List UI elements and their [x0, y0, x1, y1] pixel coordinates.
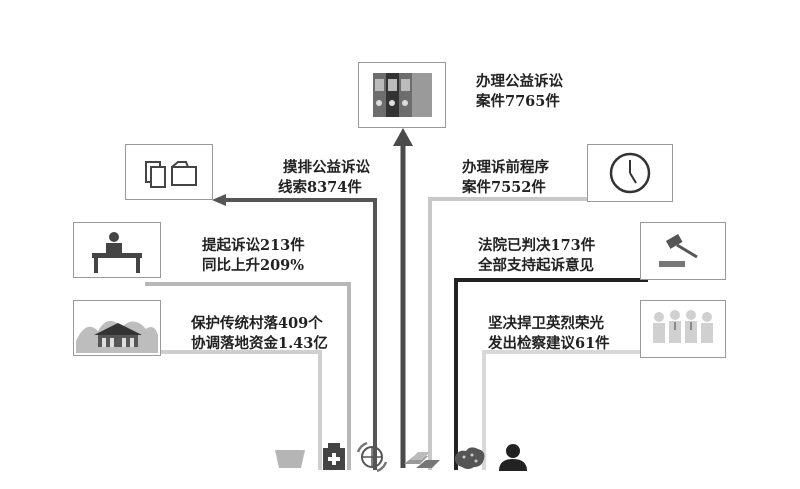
gavel-icon — [659, 234, 698, 267]
left-1-line-2: 线索8374件 — [278, 179, 362, 196]
left-line-3 — [160, 350, 322, 470]
right-3-line-1: 坚决捍卫英烈荣光 — [488, 315, 604, 332]
right-1-line-2: 案件7552件 — [462, 179, 546, 196]
people-group-icon — [653, 310, 713, 343]
right-3-line-2: 发出检察建议61件 — [488, 335, 610, 352]
right-text-2: 法院已判决173件 全部支持起诉意见 — [478, 236, 595, 276]
left-text-2: 提起诉讼213件 同比上升209% — [202, 236, 305, 276]
left-text-1: 摸排公益诉讼 线索8374件 — [252, 158, 370, 198]
medicine-bottle-icon — [323, 443, 345, 470]
gold-bars-icon — [404, 452, 440, 468]
right-text-1: 办理诉前程序 案件7552件 — [462, 158, 549, 198]
left-arrow-head-1 — [212, 194, 226, 206]
left-line-2 — [145, 282, 351, 470]
documents-folder-icon — [145, 161, 197, 188]
person-icon — [499, 444, 527, 471]
person-at-desk-icon — [92, 232, 142, 273]
left-2-line-2: 同比上升209% — [202, 257, 305, 274]
left-box-2 — [73, 222, 161, 278]
right-2-line-2: 全部支持起诉意见 — [478, 257, 594, 274]
left-3-line-2: 协调落地资金1.43亿 — [191, 335, 328, 352]
right-line-2 — [454, 278, 648, 470]
left-box-3 — [73, 300, 161, 356]
left-text-3: 保护传统村落409个 协调落地资金1.43亿 — [191, 314, 328, 354]
traditional-village-icon — [76, 320, 158, 353]
bowl-icon — [275, 450, 305, 468]
map-china-icon — [454, 447, 485, 469]
right-box-2 — [640, 222, 726, 280]
globe-recycle-icon — [356, 441, 388, 473]
center-text: 办理公益诉讼 案件7765件 — [476, 72, 563, 112]
binders-icon — [373, 73, 432, 117]
right-box-1 — [587, 144, 673, 202]
clock-icon — [609, 152, 651, 194]
center-line-1: 办理公益诉讼 — [476, 73, 563, 90]
right-box-3 — [640, 300, 726, 358]
right-text-3: 坚决捍卫英烈荣光 发出检察建议61件 — [488, 314, 610, 354]
left-2-line-1: 提起诉讼213件 — [202, 237, 305, 254]
center-arrow-head — [393, 128, 413, 146]
left-1-line-1: 摸排公益诉讼 — [283, 159, 370, 176]
right-line-3 — [482, 350, 640, 470]
binders-box — [358, 62, 446, 128]
left-3-line-1: 保护传统村落409个 — [191, 315, 323, 332]
center-line-2: 案件7765件 — [476, 93, 560, 110]
right-2-line-1: 法院已判决173件 — [478, 237, 596, 254]
right-1-line-1: 办理诉前程序 — [462, 159, 549, 176]
right-line-1 — [428, 197, 588, 470]
left-line-1 — [225, 198, 377, 470]
left-box-1 — [125, 144, 213, 200]
